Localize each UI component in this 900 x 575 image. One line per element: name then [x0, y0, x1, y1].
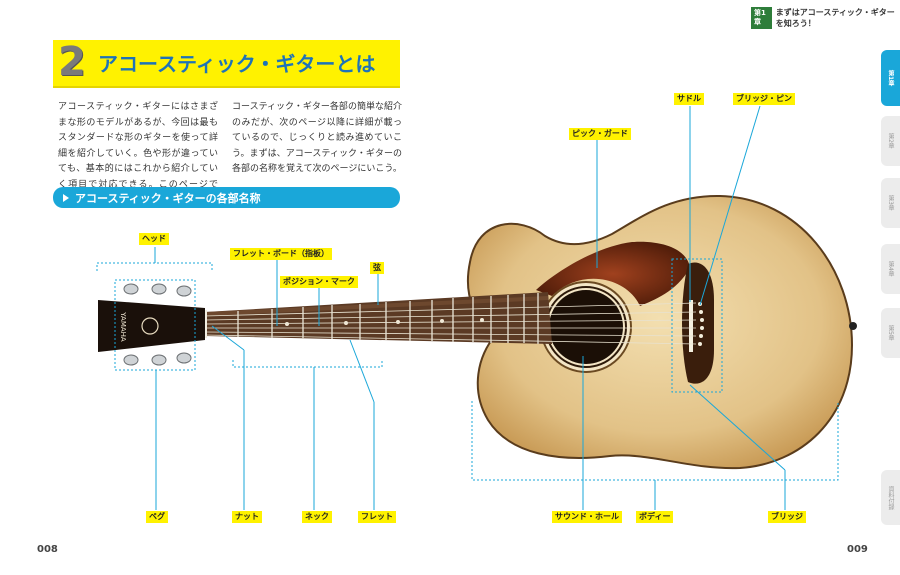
page-number-left: 008	[37, 544, 58, 555]
label-strings: 弦	[370, 262, 384, 274]
side-tab-chapter-3[interactable]: 第3章	[881, 178, 900, 228]
label-sound-hole: サウンド・ホール	[552, 511, 622, 523]
side-tab-appendix[interactable]: 資料付録	[881, 470, 900, 525]
page-title: アコースティック・ギターとは	[98, 52, 376, 76]
section-heading: アコースティック・ギターの各部名称	[53, 187, 400, 208]
chapter-badge: 第1章	[751, 7, 772, 29]
label-body: ボディー	[636, 511, 674, 523]
sound-hole	[549, 290, 623, 364]
leader-lines	[154, 105, 786, 510]
guitar-headstock: YAMAHA	[98, 283, 205, 366]
page-number-right: 009	[847, 544, 868, 555]
label-peg: ペグ	[146, 511, 168, 523]
label-fretboard: フレット・ボード（指板）	[230, 248, 332, 260]
label-head: ヘッド	[139, 233, 169, 245]
tuning-pegs	[123, 283, 192, 366]
triangle-icon	[63, 193, 69, 202]
side-tab-chapter-2[interactable]: 第2章	[881, 116, 900, 166]
pickguard-shape	[536, 241, 690, 306]
label-pickguard: ピック・ガード	[569, 128, 631, 140]
title-underline	[53, 86, 400, 88]
label-neck: ネック	[302, 511, 332, 523]
chapter-tag: 第1章 まずはアコースティック・ギターを知ろう！	[751, 7, 900, 29]
bridge-shape	[682, 262, 714, 384]
strap-pin	[849, 322, 857, 330]
guitar-body	[466, 194, 857, 470]
label-fret: フレット	[358, 511, 396, 523]
side-tab-chapter-5[interactable]: 第5章	[881, 308, 900, 358]
guitar-neck	[203, 292, 697, 345]
saddle-shape	[689, 300, 693, 352]
intro-paragraph-2: コースティック・ギター各部の簡単な紹介のみだが、次のページ以降に詳細が載っている…	[232, 102, 402, 174]
label-saddle: サドル	[674, 93, 704, 105]
label-bridge: ブリッジ	[768, 511, 806, 523]
label-nut: ナット	[232, 511, 262, 523]
brand-logo: YAMAHA	[119, 311, 127, 342]
chapter-title: まずはアコースティック・ギターを知ろう！	[775, 8, 895, 28]
side-tab-chapter-1[interactable]: 第1章	[881, 50, 900, 106]
title-background	[53, 40, 400, 86]
section-title: アコースティック・ギターの各部名称	[75, 191, 261, 205]
label-bridge-pin: ブリッジ・ピン	[733, 93, 795, 105]
label-position-mark: ポジション・マーク	[280, 276, 358, 288]
side-tab-chapter-4[interactable]: 第4章	[881, 244, 900, 294]
title-number: 2	[58, 39, 86, 85]
